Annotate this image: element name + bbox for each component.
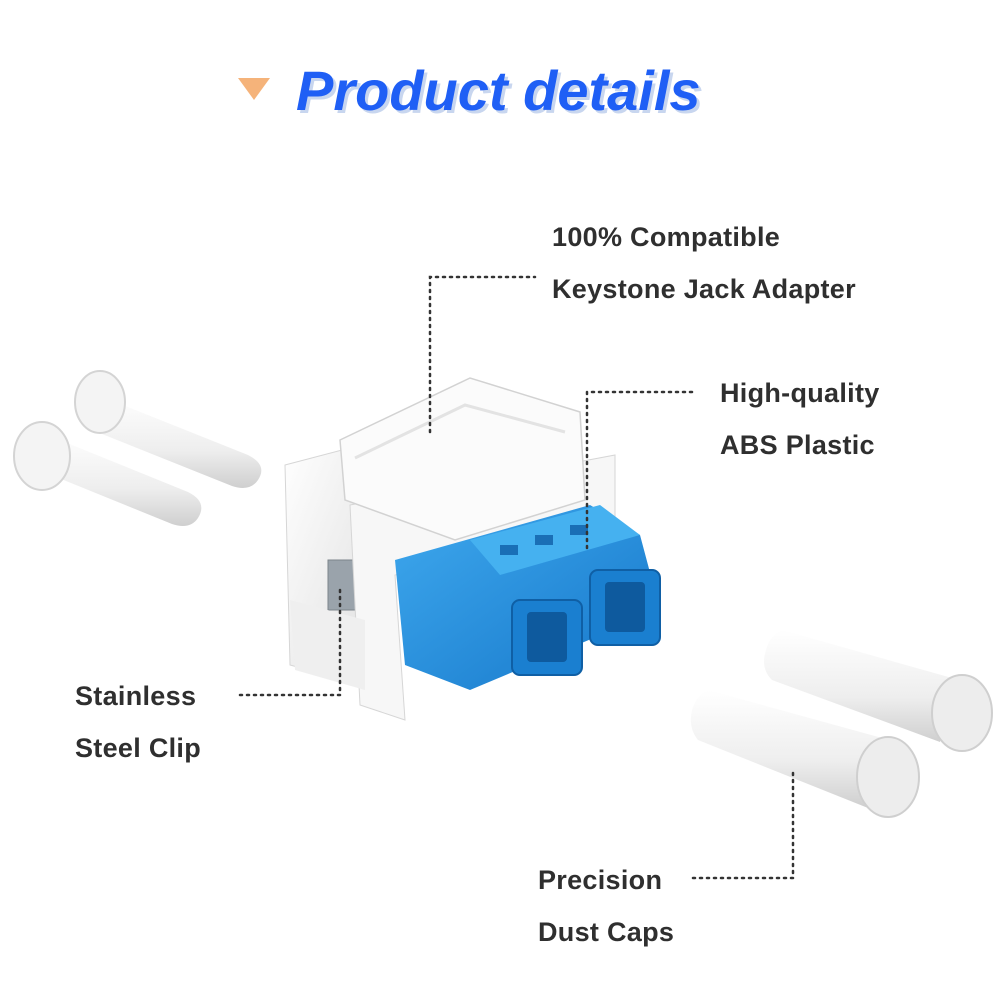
callout-compatible: 100% Compatible Keystone Jack Adapter (552, 211, 856, 315)
leader-caps (691, 766, 795, 880)
dust-cap-bottom-right (690, 690, 920, 818)
latch-top (339, 377, 586, 541)
callout-clip-line2: Steel Clip (75, 733, 202, 763)
page-title: Product details (296, 59, 701, 122)
callout-plastic: High-quality ABS Plastic (720, 367, 880, 471)
lc-port-left (511, 599, 583, 676)
callout-caps-line1: Precision (538, 865, 663, 895)
leader-clip (238, 583, 342, 697)
callout-compatible-line2: Keystone Jack Adapter (552, 274, 856, 304)
callout-caps: Precision Dust Caps (538, 854, 674, 958)
dust-cap-top-right (764, 630, 993, 752)
callout-clip: Stainless Steel Clip (75, 670, 201, 774)
leader-plastic (585, 390, 695, 550)
lc-port-right (589, 569, 661, 646)
triangle-down-icon (238, 78, 270, 100)
keystone-adapter (284, 377, 661, 721)
callout-plastic-line2: ABS Plastic (720, 430, 875, 460)
callout-compatible-line1: 100% Compatible (552, 222, 781, 252)
header: Product details (0, 56, 1000, 126)
dust-cap-bottom-left (13, 421, 202, 526)
callout-plastic-line1: High-quality (720, 378, 880, 408)
callout-clip-line1: Stainless (75, 681, 197, 711)
leader-compatible (428, 275, 537, 434)
callout-caps-line2: Dust Caps (538, 917, 675, 947)
dust-cap-top-left (74, 370, 262, 488)
leader-lines (238, 275, 795, 880)
